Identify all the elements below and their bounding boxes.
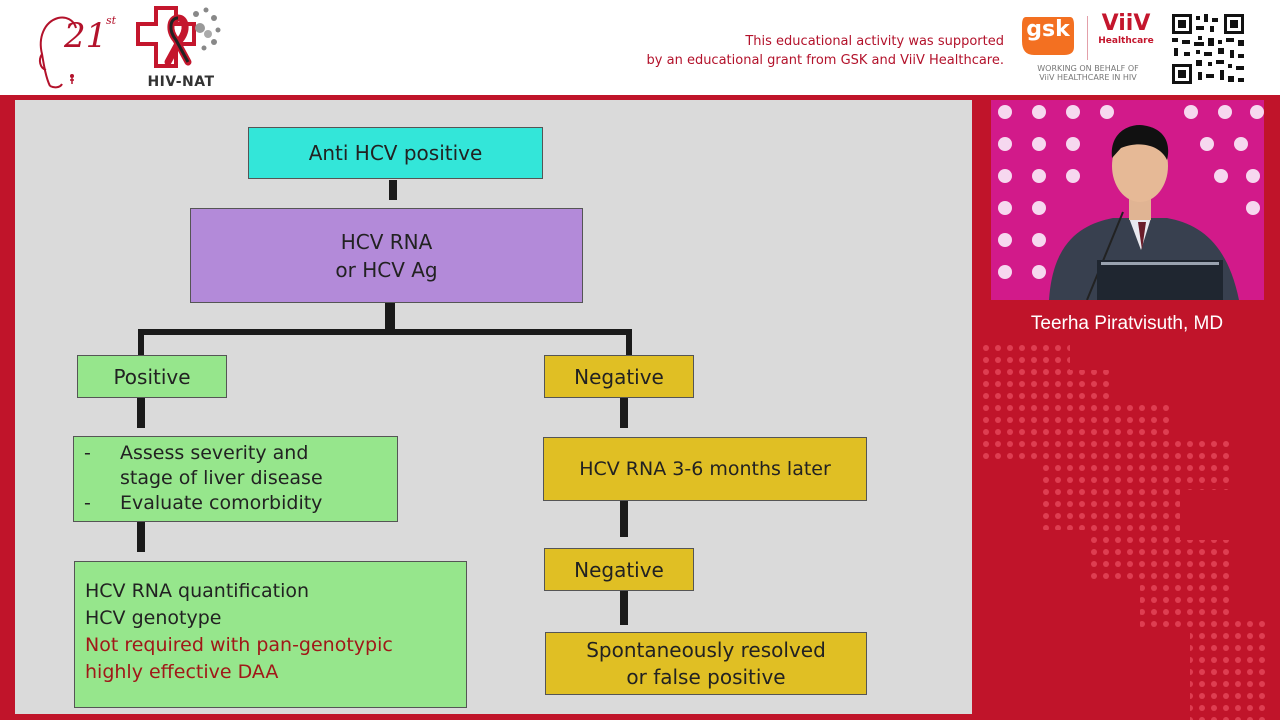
hcv-rna-test-box: HCV RNA or HCV Ag xyxy=(190,208,583,303)
negative-box-2: Negative xyxy=(544,548,694,591)
event-21st-logo: 21 st xyxy=(36,8,120,92)
quantification-line: HCV RNA quantification xyxy=(85,580,310,602)
event-number-suffix: st xyxy=(106,14,117,27)
resolved-line1: Spontaneously resolved xyxy=(586,637,826,662)
red-cross-ribbon-icon xyxy=(136,6,221,68)
speaker-name: Teerha Piratvisuth, MD xyxy=(1030,313,1224,334)
elephant-icon xyxy=(38,16,77,89)
logo-divider xyxy=(1087,16,1088,60)
hiv-nat-logo: HIV-NAT xyxy=(134,4,230,92)
connector-line xyxy=(137,398,145,428)
not-required-note-continued: highly effective DAA xyxy=(85,661,279,683)
connector-line xyxy=(385,303,395,329)
gsk-badge-icon xyxy=(1022,17,1074,55)
bullet-dash: - xyxy=(84,442,91,464)
positive-label: Positive xyxy=(113,364,191,389)
assess-item-text: Evaluate comorbidity xyxy=(120,492,323,514)
event-number: 21 xyxy=(64,16,108,56)
genotype-line: HCV genotype xyxy=(85,607,222,629)
assess-box: - Assess severity and stage of liver dis… xyxy=(73,436,398,522)
viiv-logo: ViiV Healthcare xyxy=(1098,12,1154,62)
viiv-logo-text: ViiV xyxy=(1101,11,1151,36)
sponsor-note-line2: by an educational grant from GSK and Vii… xyxy=(646,53,1004,68)
presentation-slide: Anti HCV positive HCV RNA or HCV Ag Posi… xyxy=(15,100,972,714)
connector-line xyxy=(620,398,628,428)
repeat-test-box: HCV RNA 3-6 months later xyxy=(543,437,867,501)
connector-line xyxy=(138,329,144,355)
anti-hcv-positive-box: Anti HCV positive xyxy=(248,127,543,179)
quantification-box: HCV RNA quantification HCV genotype Not … xyxy=(74,561,467,708)
hiv-nat-label: HIV-NAT xyxy=(147,74,215,90)
positive-box: Positive xyxy=(77,355,227,398)
gsk-logo: gsk xyxy=(1020,13,1076,57)
repeat-test-label: HCV RNA 3-6 months later xyxy=(579,458,831,480)
sponsor-note: This educational activity was supported … xyxy=(600,32,1004,70)
header-bar: 21 st HIV-NAT This educational activity … xyxy=(0,0,1280,95)
hcv-rna-test-line1: HCV RNA xyxy=(340,229,433,254)
connector-line xyxy=(620,501,628,537)
resolved-line2: or false positive xyxy=(626,664,786,689)
speaker-video-feed xyxy=(991,100,1264,300)
assess-item-continued: stage of liver disease xyxy=(120,467,323,489)
qr-code-icon[interactable] xyxy=(1170,12,1246,86)
assess-item-text: Assess severity and xyxy=(120,442,309,464)
negative-label: Negative xyxy=(574,364,664,389)
connector-line xyxy=(626,329,632,355)
viiv-logo-subtext: Healthcare xyxy=(1098,36,1154,46)
decorative-dot-map xyxy=(980,340,1270,720)
viiv-working-line2: ViiV HEALTHCARE IN HIV xyxy=(1039,73,1137,82)
assess-item: - Evaluate comorbidity xyxy=(74,491,397,516)
stage-light-dots xyxy=(998,105,1264,279)
bullet-dash: - xyxy=(84,492,91,514)
anti-hcv-positive-label: Anti HCV positive xyxy=(308,141,483,165)
connector-line xyxy=(620,591,628,625)
viiv-working-line1: WORKING ON BEHALF OF xyxy=(1037,64,1139,73)
resolved-box: Spontaneously resolved or false positive xyxy=(545,632,867,695)
assess-item: - Assess severity and xyxy=(74,441,397,466)
connector-line xyxy=(389,180,397,200)
gsk-logo-text: gsk xyxy=(1026,17,1070,42)
hcv-rna-test-line2: or HCV Ag xyxy=(335,257,438,282)
connector-line xyxy=(138,329,632,335)
speaker-figure xyxy=(1049,125,1239,300)
connector-line xyxy=(137,522,145,552)
viiv-working-note: WORKING ON BEHALF OF ViiV HEALTHCARE IN … xyxy=(1026,64,1150,82)
sponsor-note-line1: This educational activity was supported xyxy=(745,34,1004,49)
not-required-note: Not required with pan-genotypic xyxy=(85,634,393,656)
negative-box: Negative xyxy=(544,355,694,398)
negative-label-2: Negative xyxy=(574,557,664,582)
